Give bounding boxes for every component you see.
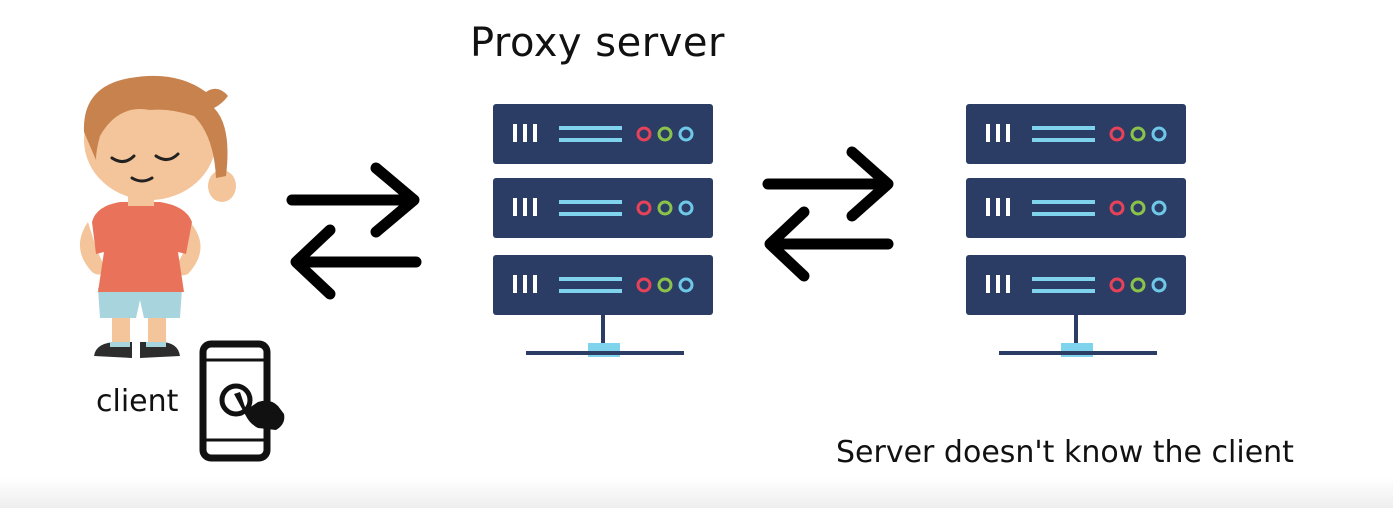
server-rack-icon	[966, 104, 1186, 357]
server-note: Server doesn't know the client	[836, 435, 1294, 470]
proxy-server-icon	[493, 104, 713, 357]
server-rack-icon	[493, 104, 713, 357]
proxy-server-title: Proxy server	[470, 20, 725, 66]
client-label: client	[96, 384, 179, 419]
footer-fade	[0, 478, 1393, 508]
child-figure-icon	[79, 75, 236, 358]
target-server-icon	[966, 104, 1186, 357]
smartphone-tap-icon	[199, 340, 285, 462]
exchange-arrows-icon	[762, 146, 894, 282]
exchange-arrows-icon	[286, 162, 422, 300]
